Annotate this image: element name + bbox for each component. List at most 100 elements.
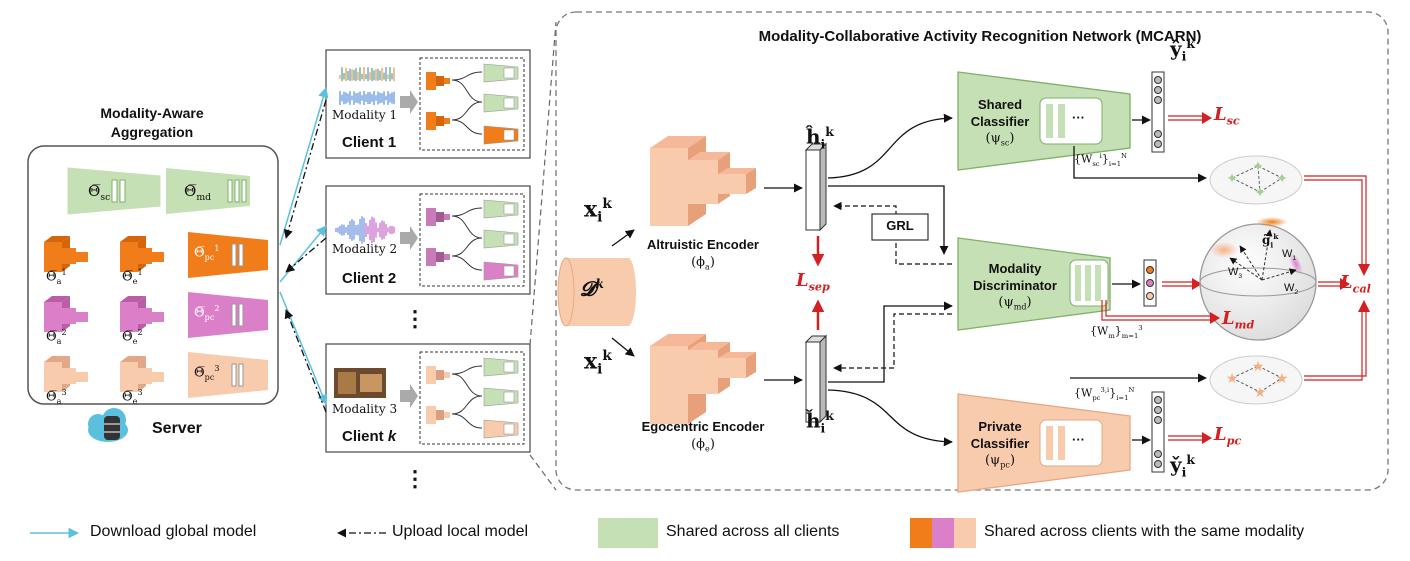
- h-check-label: ȟik: [806, 408, 834, 436]
- server-theta-a-3: Θ̅a3: [46, 388, 67, 406]
- server-encoder-r1-a: [44, 236, 88, 272]
- md-output-vector: [1143, 259, 1157, 307]
- legend-peach-swatch: [954, 518, 976, 548]
- client-2-box: [325, 185, 531, 295]
- y-hat-label: ŷik: [1170, 36, 1195, 64]
- server-encoder-r2-a: [44, 296, 88, 332]
- legend-shared-all-label: Shared across all clients: [666, 523, 840, 540]
- svg-text:✦: ✦: [1254, 185, 1266, 201]
- legend-pink-swatch: [932, 518, 954, 548]
- svg-text:★: ★: [1276, 371, 1289, 387]
- loss-sep: Lsep: [796, 270, 830, 294]
- legend-shared-modality-label: Shared across clients with the same moda…: [984, 523, 1305, 540]
- svg-text:✦: ✦: [1276, 171, 1288, 187]
- w-m-set: {Wm}m=13: [1090, 324, 1143, 340]
- server-theta-sc: Θ̅sc: [88, 182, 111, 203]
- svg-text:★: ★: [1226, 371, 1239, 387]
- server-private-classifier-1-icon: [188, 232, 268, 278]
- server-theta-e-3: Θ̅e3: [122, 388, 143, 406]
- dataset-label: 𝓓k: [580, 276, 604, 301]
- egocentric-encoder-label: Egocentric Encoder (ϕe): [641, 419, 765, 454]
- grl-box: [871, 213, 929, 241]
- loss-sc: Lsc: [1214, 104, 1240, 128]
- client-1-modality-thumbnail: [339, 67, 395, 105]
- loss-pc: Lpc: [1214, 424, 1242, 448]
- h-hat-vector: [804, 142, 828, 232]
- svg-text:✦: ✦: [1226, 171, 1238, 187]
- loss-cal: Lcal: [1340, 272, 1371, 296]
- svg-text:★: ★: [1252, 359, 1265, 375]
- server-theta-a-2: Θ̅a2: [46, 328, 67, 346]
- cloud-server-icon: [88, 408, 128, 442]
- y-check-vector: [1151, 391, 1165, 473]
- server-encoder-r2-e: [120, 296, 164, 332]
- private-prototype-cluster: [1209, 355, 1303, 405]
- client-2-modality-thumbnail: [335, 216, 395, 244]
- svg-text:★: ★: [1254, 385, 1267, 401]
- server-theta-a-1: Θ̅a1: [46, 268, 67, 286]
- y-hat-vector: [1151, 71, 1165, 153]
- server-encoder-r1-e: [120, 236, 164, 272]
- clients-ellipsis-2: ⋮: [404, 466, 426, 491]
- client-3-name: Client k: [342, 428, 397, 445]
- server-theta-pc-1: Θ̅pc1: [194, 244, 220, 262]
- client-1-name: Client 1: [342, 134, 397, 151]
- mcarn-title: Modality-Collaborative Activity Recognit…: [758, 28, 1202, 45]
- w-pc-set: {Wpc3,i}i=1N: [1074, 386, 1135, 402]
- clients-ellipsis-1: ⋮: [404, 306, 426, 331]
- altruistic-encoder-blocks: [650, 136, 756, 226]
- server-private-classifier-3-icon: [188, 352, 268, 398]
- server-sc-bars: [111, 179, 126, 203]
- altruistic-encoder-label: Altruistic Encoder (ϕa): [647, 237, 759, 272]
- svg-text:✦: ✦: [1252, 159, 1264, 175]
- client-1-modality-label: Modality 1: [332, 108, 398, 122]
- y-check-label: y̌ik: [1170, 452, 1195, 480]
- mcarn-box: [555, 11, 1389, 491]
- sphere-w2-label: W2: [1284, 282, 1299, 297]
- egocentric-encoder-blocks: [650, 334, 756, 424]
- server-encoder-r3-e: [120, 356, 164, 392]
- server-theta-pc-3: Θ̅pc3: [194, 364, 220, 382]
- shared-prototype-cluster: [1209, 155, 1303, 205]
- legend-orange-swatch: [910, 518, 932, 548]
- download-arrows: [279, 86, 329, 405]
- grl-label: GRL: [886, 218, 914, 233]
- h-hat-label: ĥik: [806, 124, 834, 152]
- upload-arrows: [283, 99, 327, 413]
- server-private-classifier-2-icon: [188, 292, 268, 338]
- hypersphere: [1199, 217, 1317, 341]
- client-1-box: [325, 49, 531, 159]
- client-2-name: Client 2: [342, 270, 397, 287]
- sphere-w3-label: W3: [1228, 266, 1243, 281]
- server-theta-e-2: Θ̅e2: [122, 328, 143, 346]
- legend-upload-label: Upload local model: [392, 523, 529, 540]
- client-3-box: [325, 343, 531, 453]
- server-theta-pc-2: Θ̅pc2: [194, 304, 220, 322]
- sphere-w1-label: W1: [1282, 248, 1297, 263]
- sphere-g-label: g̃ik: [1262, 232, 1279, 250]
- w-sc-set: {Wsci}i=1N: [1074, 152, 1128, 168]
- client-2-modality-label: Modality 2: [332, 242, 398, 256]
- server-theta-md: Θ̅md: [184, 182, 212, 203]
- client-3-modality-label: Modality 3: [332, 402, 398, 416]
- dataset-cylinder-icon: [557, 257, 636, 327]
- server-theta-e-1: Θ̅e1: [122, 268, 143, 286]
- private-classifier-dots: ···: [1072, 432, 1085, 447]
- server-label: Server: [152, 420, 202, 437]
- legend-green-swatch: [598, 518, 658, 548]
- shared-classifier-dots: ···: [1072, 110, 1085, 125]
- client-3-modality-thumbnail: [334, 368, 386, 398]
- x-input-bottom: xik: [584, 348, 612, 378]
- x-input-top: xik: [584, 196, 612, 226]
- client-boxes: [325, 49, 531, 453]
- server-encoder-grid: [44, 236, 164, 392]
- server-encoder-r3-a: [44, 356, 88, 392]
- loss-md: Lmd: [1222, 308, 1255, 332]
- h-check-vector: [804, 334, 828, 424]
- legend-download-label: Download global model: [90, 523, 257, 540]
